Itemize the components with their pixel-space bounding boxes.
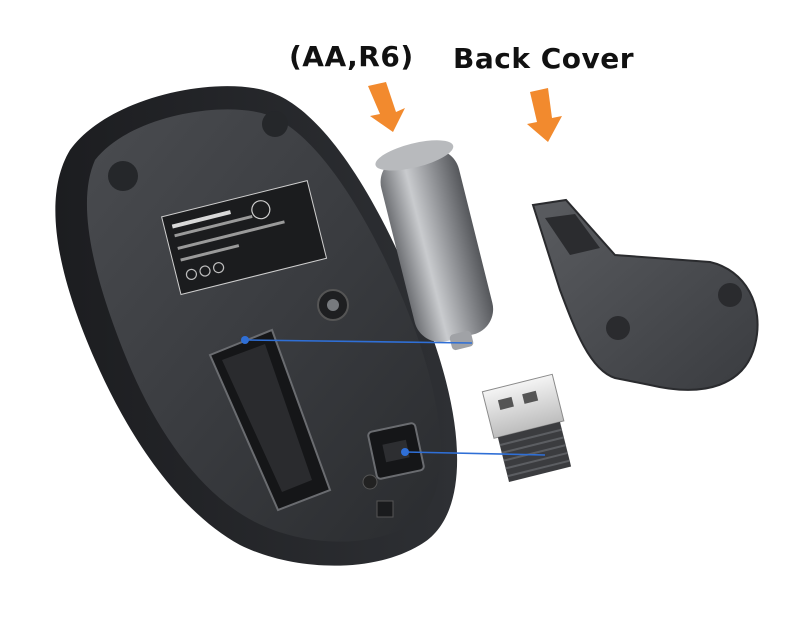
arrow-down-icon	[368, 82, 405, 132]
battery-type-callout: (AA,R6)	[289, 40, 414, 73]
mouse-foot	[262, 111, 288, 137]
usb-receiver	[482, 374, 575, 483]
screw	[363, 475, 377, 489]
cover-foot	[718, 283, 742, 307]
power-switch	[377, 501, 393, 517]
arrow-down-icon	[527, 88, 562, 142]
back-cover-callout: Back Cover	[453, 42, 634, 75]
cover-foot	[606, 316, 630, 340]
mouse-foot	[108, 161, 138, 191]
